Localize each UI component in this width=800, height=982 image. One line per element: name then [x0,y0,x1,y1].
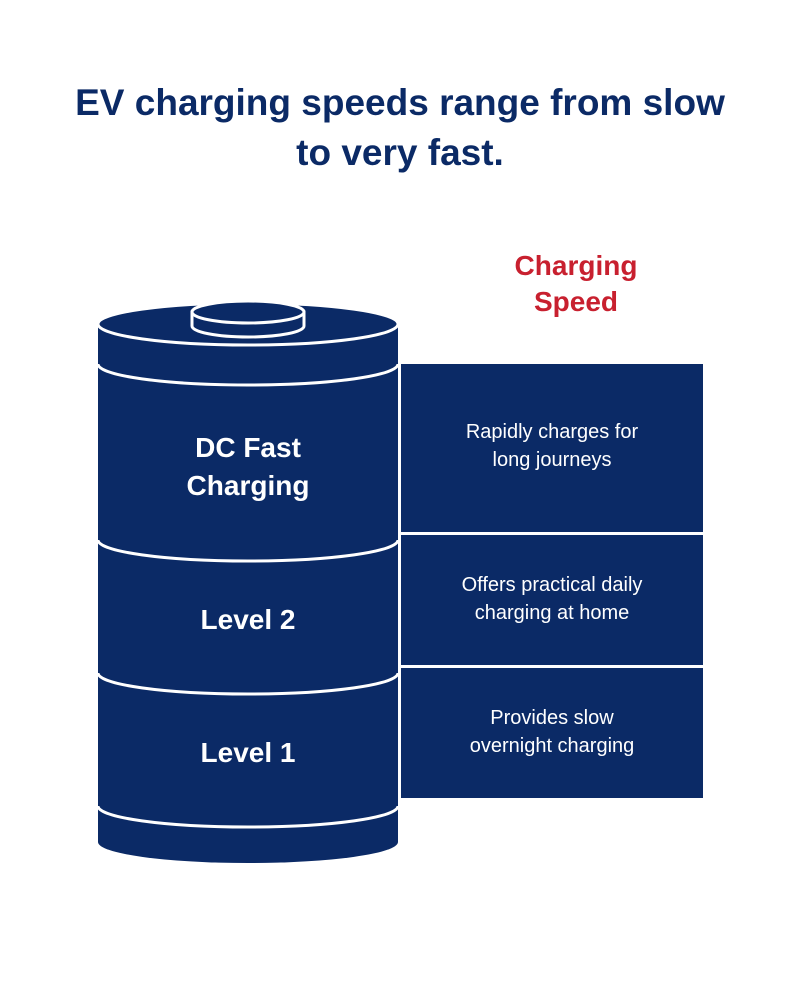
page-title: EV charging speeds range from slow to ve… [0,78,800,178]
title-line-1: EV charging speeds range from slow [75,82,725,123]
charging-speed-heading-line-1: Charging [514,250,638,281]
description-level-2-line-2: charging at home [474,602,630,624]
segment-label-level-2: Level 2 [98,601,398,639]
charging-speed-heading: Charging Speed [476,248,676,320]
description-level-2-line-1: Offers practical daily [461,574,643,596]
title-line-2: to very fast. [296,132,504,173]
description-level-1-line-1: Provides slow [490,707,614,729]
description-box-dc-fast: Rapidly charges for long journeys [401,364,703,532]
description-text-level-2: Offers practical daily charging at home [401,571,703,627]
segment-label-level-1: Level 1 [98,734,398,772]
segment-label-dc-fast-line-1: DC Fast [195,432,301,463]
segment-label-dc-fast-line-2: Charging [186,470,310,501]
description-dc-fast-line-1: Rapidly charges for [465,421,639,443]
description-dc-fast-line-2: long journeys [492,449,612,471]
description-text-dc-fast: Rapidly charges for long journeys [401,418,703,474]
battery-body [98,324,398,863]
battery-band-dc-level2 [96,539,400,563]
segment-label-level-1-line-1: Level 1 [200,737,296,768]
battery-band-level2-level1 [96,672,400,696]
segment-label-level-2-line-1: Level 2 [200,604,296,635]
battery-terminal-top [190,299,306,325]
charging-speed-heading-line-2: Speed [533,286,619,317]
battery-band-bottom [96,805,400,829]
description-box-level-1: Provides slow overnight charging [401,668,703,798]
description-level-1-line-2: overnight charging [469,735,635,757]
battery-band-top [96,363,400,387]
description-box-level-2: Offers practical daily charging at home [401,535,703,665]
description-text-level-1: Provides slow overnight charging [401,704,703,760]
segment-label-dc-fast: DC Fast Charging [98,429,398,505]
